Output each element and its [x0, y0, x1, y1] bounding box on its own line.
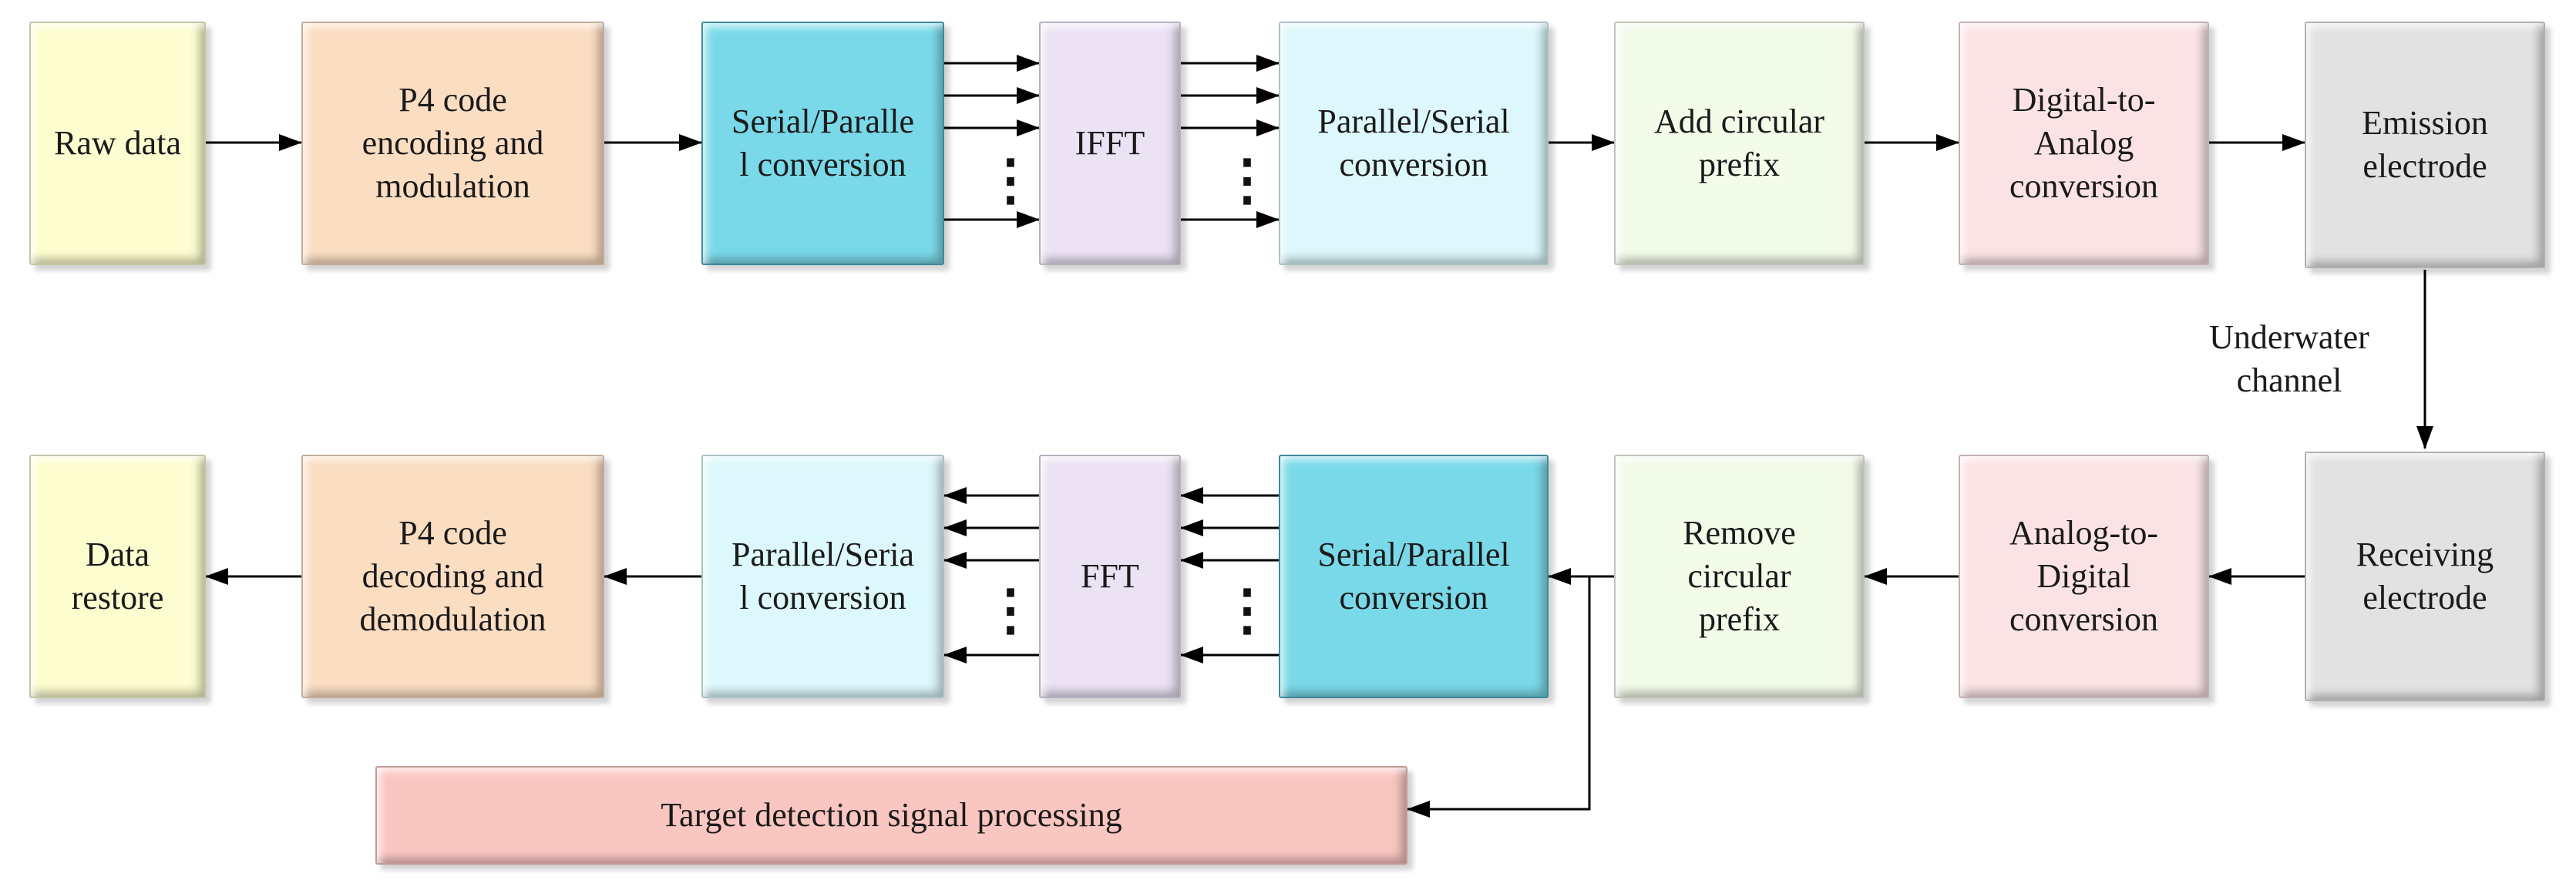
tx-parallel-serial-label: Parallel/Serial conversion [1317, 102, 1510, 183]
arrow-branch-to-target [1407, 576, 1591, 818]
rx-serial-parallel-label: Serial/Parallel conversion [1317, 535, 1510, 617]
ellipsis-rx-fft-ps: ⋮ [983, 580, 1038, 641]
ifft-label: IFFT [1074, 123, 1145, 162]
tx-serial-parallel-label: Serial/Paralle l conversion [731, 102, 914, 183]
tx-parallel-serial-box: Parallel/Serial conversion [1279, 22, 1549, 265]
remove-prefix-label: Remove circular prefix [1683, 513, 1796, 639]
fft-box: FFT [1039, 455, 1181, 698]
p4-encoding-box: P4 code encoding and modulation [301, 22, 604, 265]
rx-serial-parallel-box: Serial/Parallel conversion [1279, 455, 1549, 698]
emission-electrode-box: Emission electrode [2305, 22, 2545, 268]
ellipsis-tx-ifft-ps: ⋮ [1219, 150, 1275, 211]
dac-label: Digital-to- Analog conversion [2009, 80, 2159, 206]
p4-encoding-label: P4 code encoding and modulation [362, 80, 544, 206]
ifft-box: IFFT [1039, 22, 1181, 265]
emission-electrode-label: Emission electrode [2362, 103, 2488, 185]
p4-decoding-box: P4 code decoding and demodulation [301, 455, 604, 698]
adc-box: Analog-to- Digital conversion [1959, 455, 2209, 698]
data-restore-box: Data restore [29, 455, 206, 698]
raw-data-label: Raw data [54, 123, 181, 162]
rx-parallel-serial-box: Parallel/Seria l conversion [701, 455, 944, 698]
receiving-electrode-label: Receiving electrode [2356, 535, 2494, 617]
add-prefix-label: Add circular prefix [1653, 102, 1825, 183]
ellipsis-rx-sp-fft: ⋮ [1219, 580, 1275, 641]
fft-label: FFT [1081, 556, 1139, 595]
add-prefix-box: Add circular prefix [1614, 22, 1865, 265]
target-detection-label: Target detection signal processing [661, 795, 1122, 834]
adc-label: Analog-to- Digital conversion [2009, 513, 2159, 639]
ellipsis-tx-sp-ifft: ⋮ [983, 150, 1038, 211]
data-restore-label: Data restore [71, 535, 164, 617]
remove-prefix-box: Remove circular prefix [1614, 455, 1865, 698]
tx-serial-parallel-box: Serial/Paralle l conversion [701, 22, 944, 265]
raw-data-box: Raw data [29, 22, 206, 265]
rx-parallel-serial-label: Parallel/Seria l conversion [731, 535, 914, 617]
p4-decoding-label: P4 code decoding and demodulation [359, 513, 546, 639]
underwater-channel-label: Underwater channel [2209, 318, 2369, 400]
target-detection-box: Target detection signal processing [375, 766, 1407, 865]
receiving-electrode-box: Receiving electrode [2305, 452, 2545, 701]
dac-box: Digital-to- Analog conversion [1959, 22, 2209, 265]
